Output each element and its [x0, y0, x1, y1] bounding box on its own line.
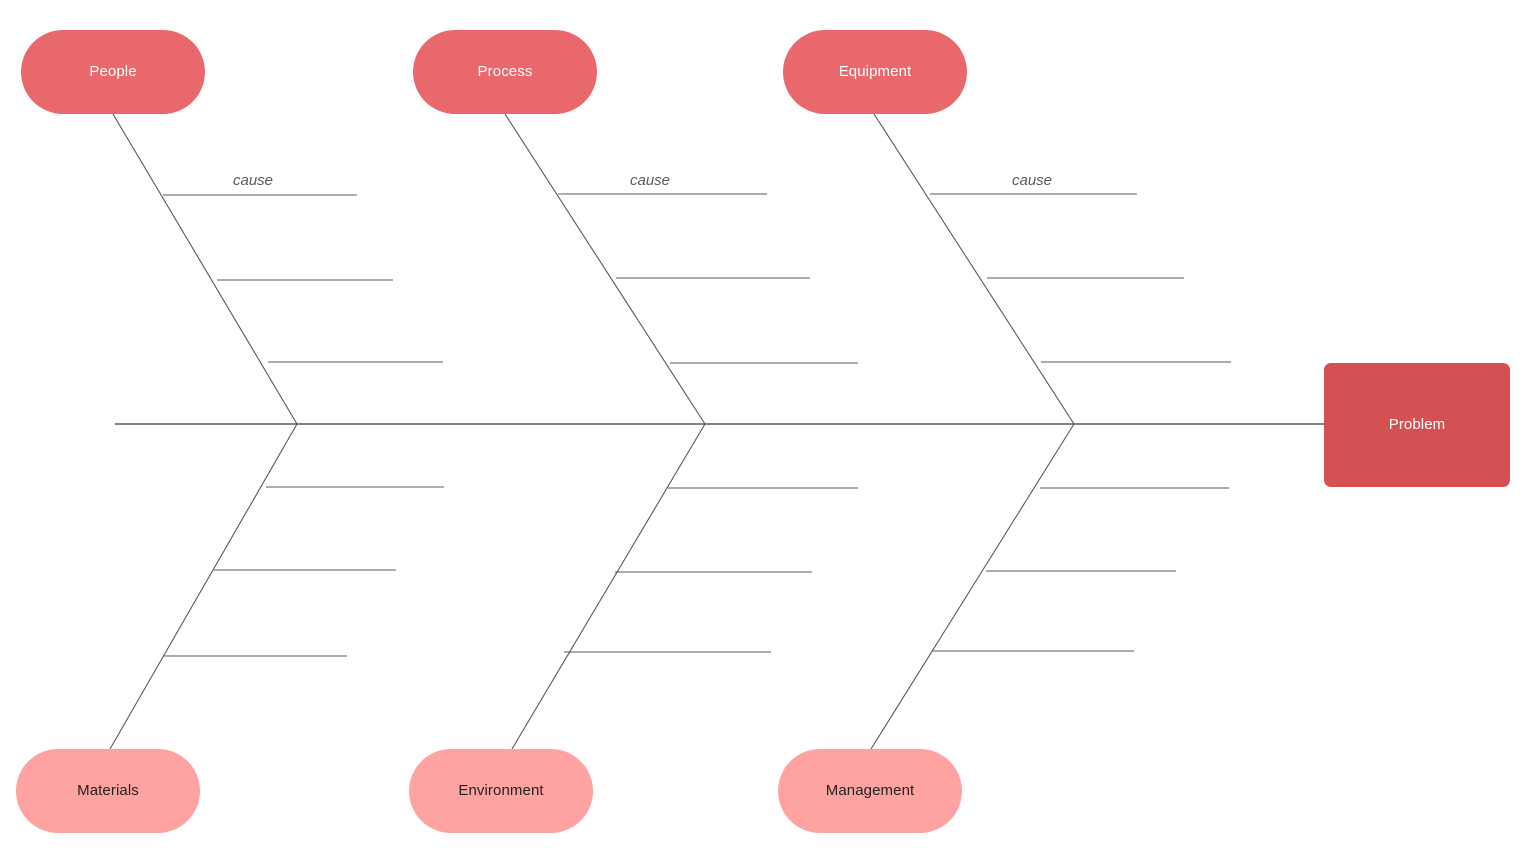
cause-label-process[interactable]: cause [630, 172, 671, 189]
category-node-people[interactable]: People [21, 30, 205, 114]
effect-label: Problem [1388, 416, 1446, 434]
category-label-process: Process [477, 63, 533, 81]
category-node-environment[interactable]: Environment [409, 749, 593, 833]
cause-label-people[interactable]: cause [233, 172, 274, 189]
materials-branch [109, 423, 298, 750]
category-node-process[interactable]: Process [413, 30, 597, 114]
effect-node-problem[interactable]: Problem [1324, 363, 1510, 487]
category-label-management: Management [825, 782, 915, 800]
category-node-management[interactable]: Management [778, 749, 962, 833]
category-label-materials: Materials [77, 782, 139, 800]
category-label-environment: Environment [458, 782, 544, 800]
process-branch [504, 113, 706, 425]
management-branch [870, 423, 1075, 750]
people-branch [112, 113, 298, 425]
category-label-equipment: Equipment [838, 63, 912, 81]
category-node-materials[interactable]: Materials [16, 749, 200, 833]
category-label-people: People [89, 63, 137, 81]
cause-label-equipment[interactable]: cause [1012, 172, 1053, 189]
equipment-branch [873, 113, 1075, 425]
environment-branch [511, 423, 706, 750]
category-node-equipment[interactable]: Equipment [783, 30, 967, 114]
